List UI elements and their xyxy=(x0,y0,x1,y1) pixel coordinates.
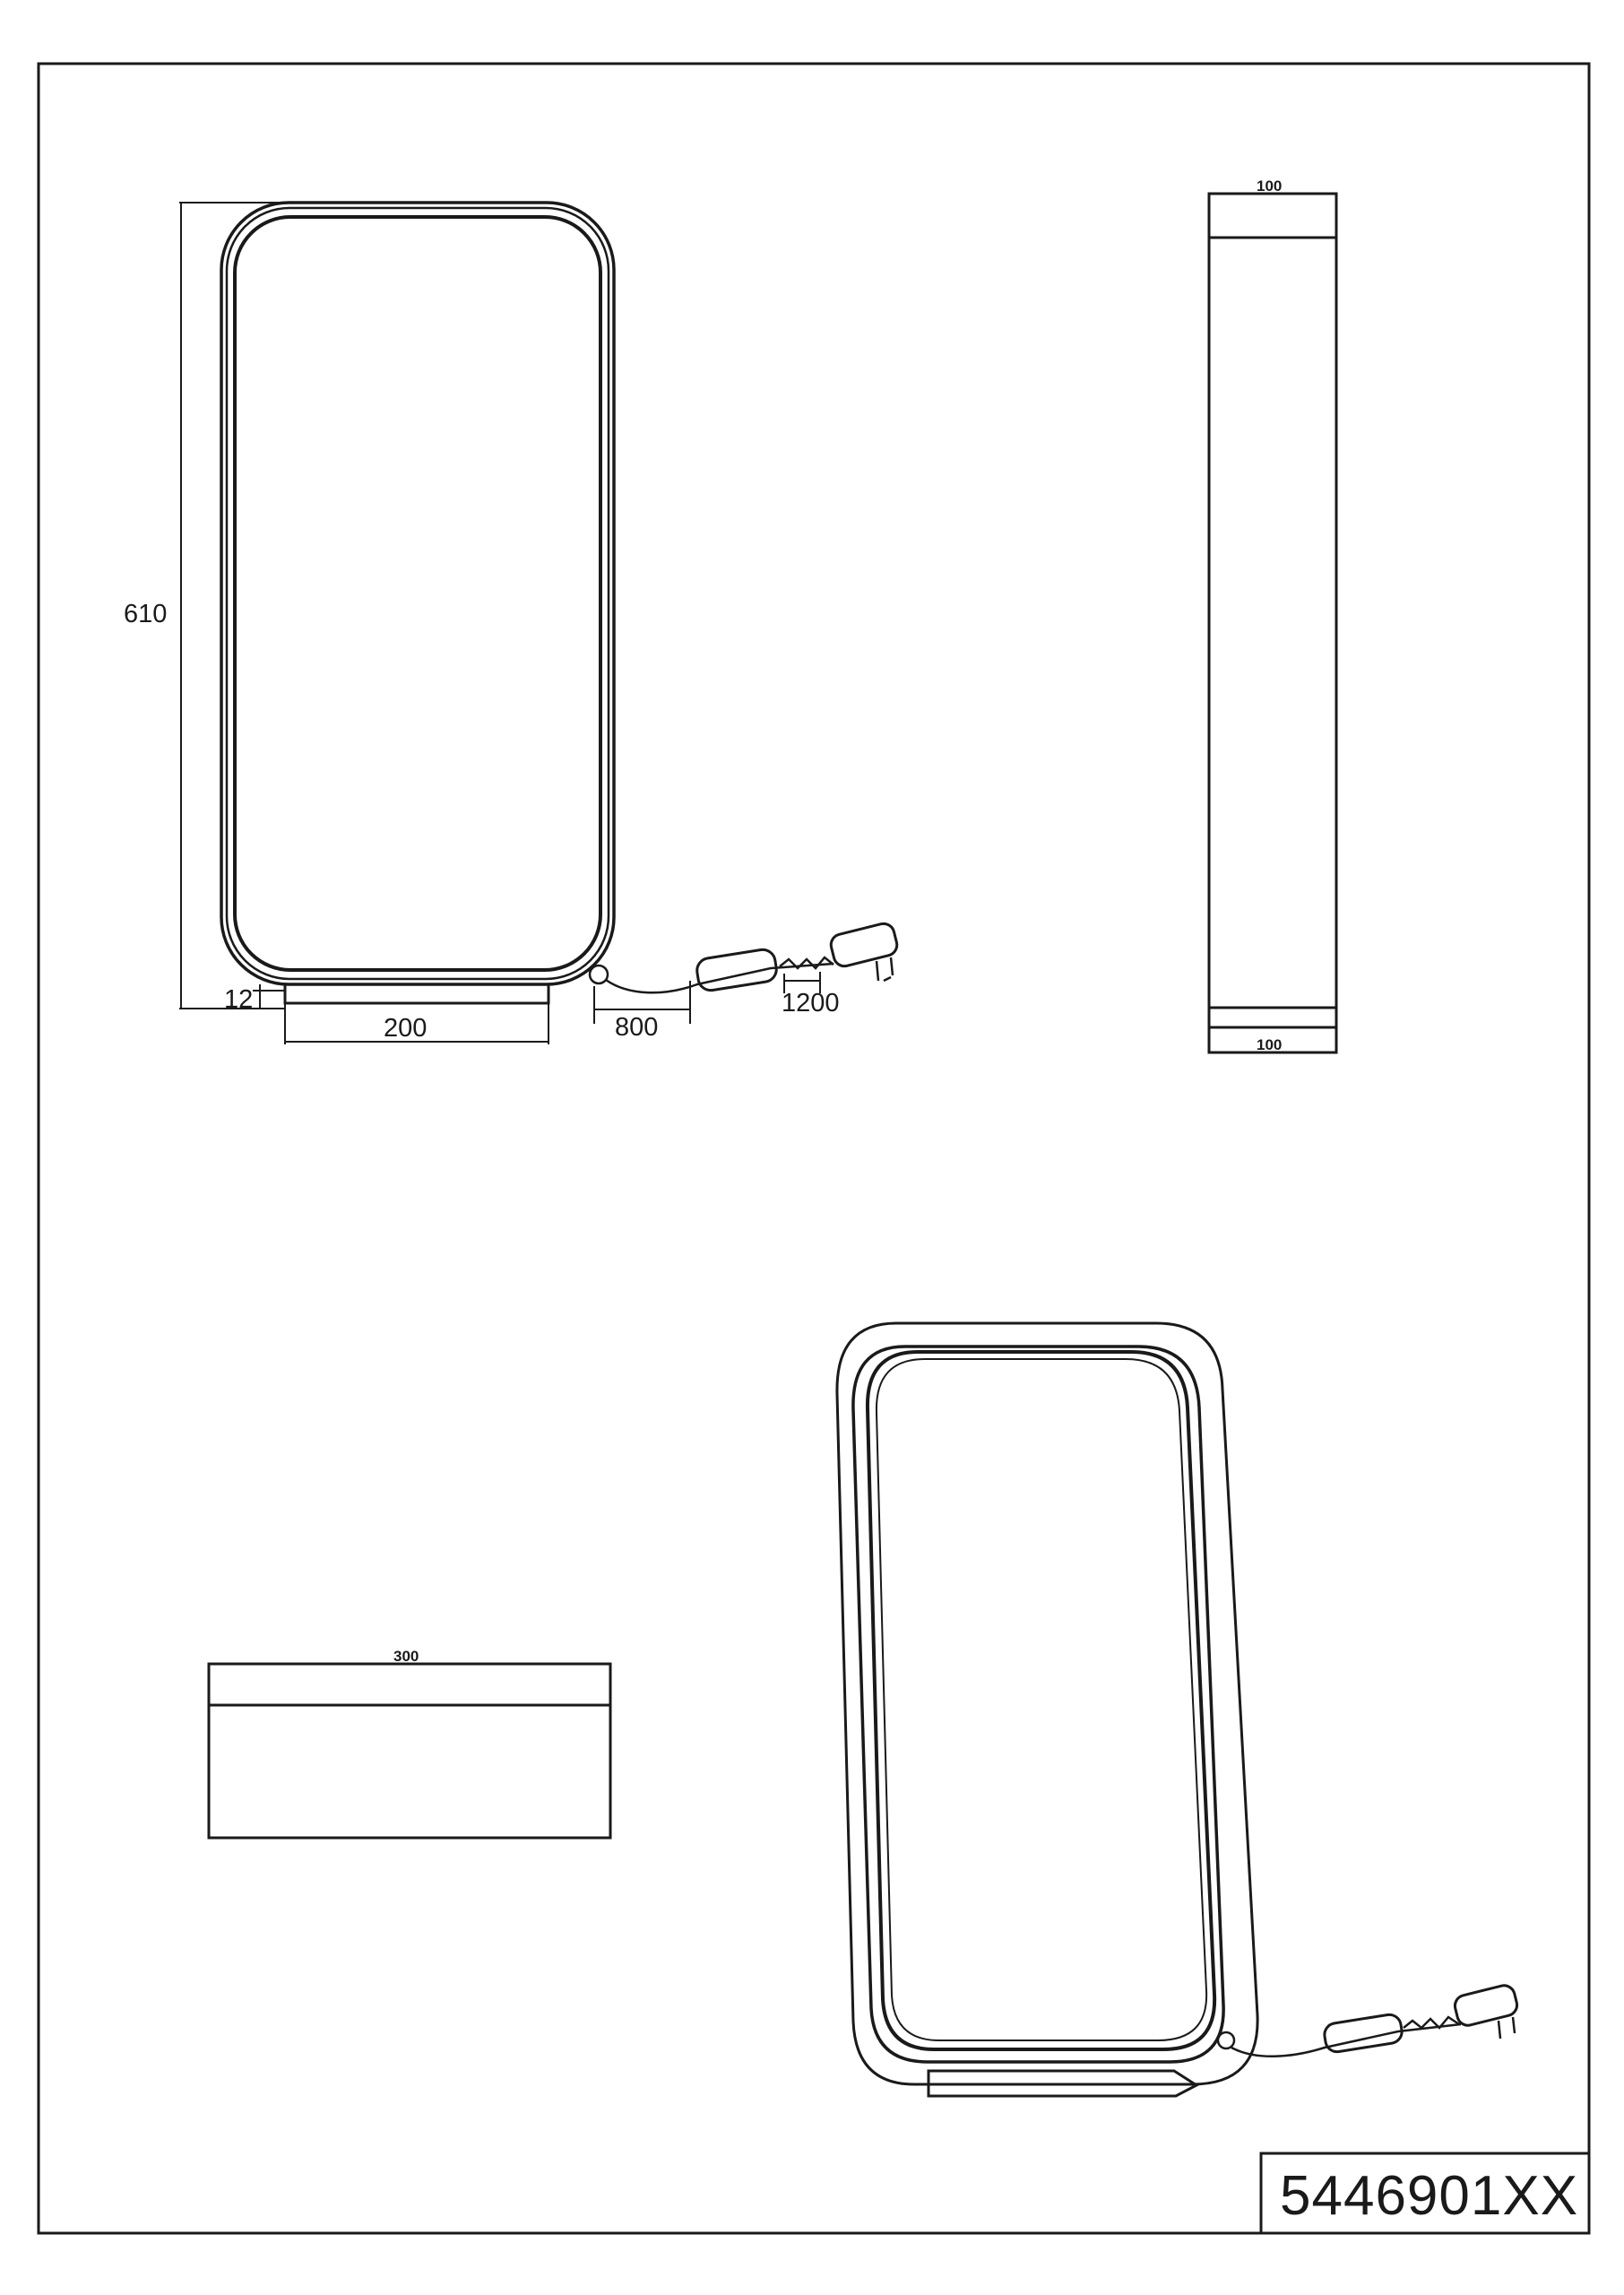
perspective-ring-inner xyxy=(865,1350,1217,2051)
article-number-label: 5446901XX xyxy=(1280,2165,1578,2227)
side-view: 100 100 xyxy=(1207,178,1338,1054)
side-body xyxy=(1207,192,1338,1054)
base-thickness-label: 12 xyxy=(224,985,253,1014)
plug-cable-twist xyxy=(779,956,834,970)
base-width-label: 200 xyxy=(384,1014,427,1043)
top-view-width-label: 300 xyxy=(393,1648,419,1665)
cable-entry-knob xyxy=(588,964,609,985)
lamp-base xyxy=(283,983,550,1005)
side-bottom-width-label: 100 xyxy=(1257,1036,1282,1053)
power-cable xyxy=(605,962,834,994)
perspective-driver-box xyxy=(1323,2013,1404,2054)
lamp-ring-outer xyxy=(220,201,616,986)
cable-driver-box xyxy=(695,948,778,992)
perspective-view xyxy=(835,1321,1519,2098)
side-top-width-label: 100 xyxy=(1257,178,1282,195)
perspective-cable-knob xyxy=(1216,2031,1236,2050)
top-view: 300 xyxy=(207,1648,612,1840)
top-view-outline xyxy=(207,1662,612,1840)
perspective-cable-twist xyxy=(1403,2015,1460,2030)
cable-length-2-label: 1200 xyxy=(782,989,840,1018)
drawing-frame xyxy=(37,62,1591,2235)
front-view: 610 12 200 800 1200 xyxy=(124,201,899,1044)
perspective-ring-lens xyxy=(875,1358,1208,2041)
lamp-ring-inner xyxy=(233,215,602,972)
cable-length-1-label: 800 xyxy=(615,1013,658,1042)
perspective-base xyxy=(927,2069,1199,2098)
article-number-frame xyxy=(1259,2152,1591,2235)
power-plug xyxy=(829,922,899,968)
lamp-ring-mid xyxy=(225,206,610,981)
plug-pins xyxy=(875,957,894,983)
perspective-plug-pins xyxy=(1497,2016,1516,2040)
article-number-box: 5446901XX xyxy=(1259,2152,1591,2235)
perspective-cable xyxy=(1231,2022,1462,2057)
perspective-plug xyxy=(1453,1984,1519,2027)
height-dimension-label: 610 xyxy=(124,600,167,628)
perspective-ring-outer xyxy=(851,1345,1225,2064)
perspective-back-shell xyxy=(835,1321,1259,2086)
